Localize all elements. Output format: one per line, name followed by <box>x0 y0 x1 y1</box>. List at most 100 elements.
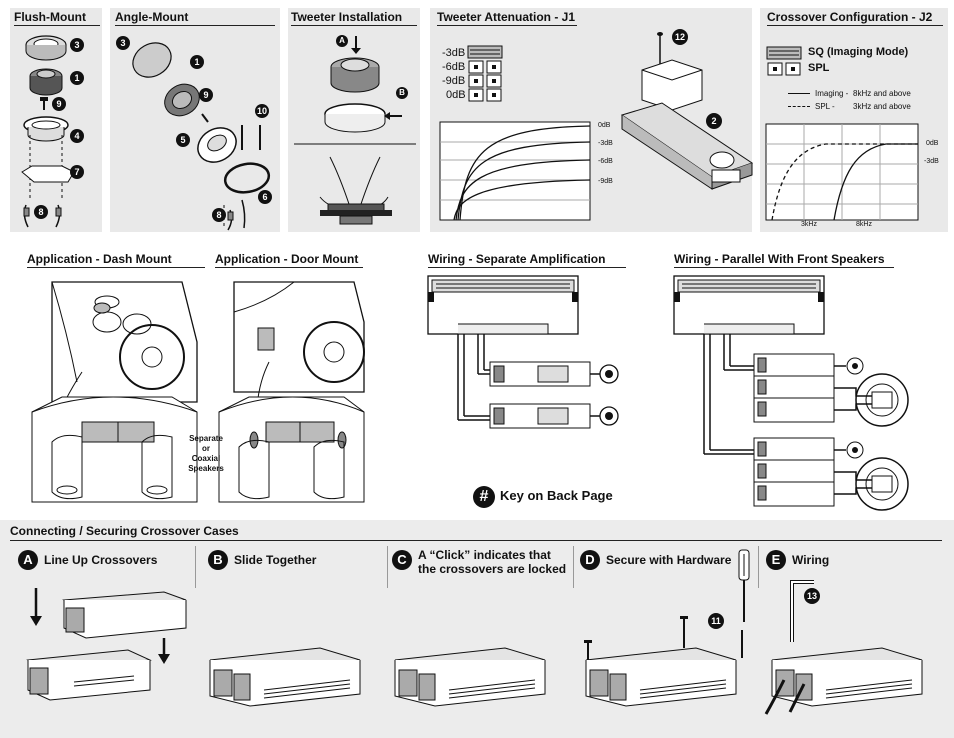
step-divider-2 <box>387 546 388 588</box>
tweeter-attenuation-rule <box>437 25 577 26</box>
crossover-graph-x-3khz: 3kHz <box>801 221 817 228</box>
angle-mount-rule <box>115 25 275 26</box>
atten-jumper-blocks <box>467 45 503 102</box>
step-a-label: Line Up Crossovers <box>44 553 158 567</box>
crossover-graph-label-3db: -3dB <box>924 158 939 165</box>
crossover-graph-x-8khz: 8kHz <box>856 221 872 228</box>
legend-imaging-value: 8kHz and above <box>853 89 911 98</box>
angle-callout-5: 5 <box>176 133 190 147</box>
crossover-spl-label: SPL <box>808 62 830 74</box>
step-b-label: Slide Together <box>234 553 317 567</box>
door-mount-rule <box>215 267 363 268</box>
speakers-note-line-1: Separate <box>189 434 223 443</box>
flush-mount-rule <box>14 25 100 26</box>
atten-level-6db: -6dB <box>442 61 466 73</box>
atten-level-9db: -9dB <box>442 75 466 87</box>
legend-spl-value: 3kHz and above <box>853 102 911 111</box>
step-e-label: Wiring <box>792 553 830 567</box>
wiring-parallel-rule <box>674 267 894 268</box>
panel-angle-mount <box>110 8 280 232</box>
dash-mount-rule <box>27 267 205 268</box>
speakers-note-line-2: or <box>202 444 210 453</box>
step-d-label: Secure with Hardware <box>606 553 732 567</box>
step-divider-3 <box>573 546 574 588</box>
atten-graph <box>439 121 591 221</box>
tweeter-installation-title: Tweeter Installation <box>291 10 403 24</box>
atten-level-0db: 0dB <box>446 89 466 101</box>
flush-callout-8: 8 <box>34 205 48 219</box>
step-c-illustration <box>394 647 546 707</box>
door-mount-title: Application - Door Mount <box>215 252 359 266</box>
legend-spl-line <box>788 106 810 107</box>
legend-imaging-line <box>788 93 810 94</box>
speakers-note-line-3: Coaxial <box>191 454 221 463</box>
tweeter-attenuation-title: Tweeter Attenuation - J1 <box>437 10 576 24</box>
dash-mount-illustration <box>31 281 198 503</box>
dash-mount-title: Application - Dash Mount <box>27 252 172 266</box>
step-b-badge: B <box>208 550 228 570</box>
speakers-note: Separate or Coaxial Speakers <box>184 434 228 474</box>
atten-graph-label-3db: -3dB <box>598 140 613 147</box>
flush-mount-title: Flush-Mount <box>14 10 86 24</box>
tweeter-installation-illustration <box>294 36 416 225</box>
angle-mount-illustration <box>132 42 271 231</box>
step-d-badge: D <box>580 550 600 570</box>
tweeter-label-a: A <box>336 35 348 47</box>
crossover-graph-label-0db: 0dB <box>926 140 939 147</box>
angle-callout-8: 8 <box>212 208 226 222</box>
tweeter-label-b: B <box>396 87 408 99</box>
step-d-illustration <box>584 616 743 707</box>
angle-callout-6: 6 <box>258 190 272 204</box>
hex-key-icon <box>790 580 814 642</box>
legend-spl-name: SPL - <box>815 102 835 111</box>
angle-callout-9: 9 <box>199 88 213 102</box>
angle-callout-10: 10 <box>255 104 269 118</box>
step-e-badge: E <box>766 550 786 570</box>
step-divider-4 <box>758 546 759 588</box>
step-c-label-line-1: A “Click” indicates that <box>418 548 551 562</box>
tweeter-installation-rule <box>291 25 417 26</box>
atten-callout-12: 12 <box>672 29 688 45</box>
crossover-jumper-blocks <box>766 46 802 76</box>
key-back-page-text: Key on Back Page <box>500 488 613 503</box>
flush-callout-4: 4 <box>70 129 84 143</box>
door-mount-illustration <box>218 281 365 503</box>
crossover-unit-illustration <box>620 32 754 190</box>
angle-callout-3: 3 <box>116 36 130 50</box>
atten-graph-label-9db: -9dB <box>598 178 613 185</box>
crossover-graph <box>765 123 919 221</box>
wiring-separate-rule <box>428 267 626 268</box>
flush-callout-1: 1 <box>70 71 84 85</box>
screwdriver-icon <box>738 549 750 622</box>
key-hash-icon: # <box>473 486 495 508</box>
speakers-note-line-4: Speakers <box>188 464 224 473</box>
crossover-sq-label: SQ (Imaging Mode) <box>808 46 909 58</box>
step-c-label-line-2: the crossovers are locked <box>418 562 567 576</box>
step-a-illustration <box>26 588 187 701</box>
step-c-badge: C <box>392 550 412 570</box>
atten-graph-label-0db: 0dB <box>598 122 611 129</box>
wiring-separate-diagram <box>427 275 619 429</box>
atten-level-3db: -3dB <box>442 47 466 59</box>
flush-callout-9: 9 <box>52 97 66 111</box>
wiring-parallel-diagram <box>673 275 909 511</box>
atten-graph-label-6db: -6dB <box>598 158 613 165</box>
angle-mount-title: Angle-Mount <box>115 10 189 24</box>
step-b-illustration <box>209 647 361 707</box>
crossover-config-title: Crossover Configuration - J2 <box>767 10 933 24</box>
connecting-title: Connecting / Securing Crossover Cases <box>10 524 239 538</box>
atten-callout-2: 2 <box>706 113 722 129</box>
crossover-config-rule <box>767 25 943 26</box>
wiring-separate-title: Wiring - Separate Amplification <box>428 252 606 266</box>
flush-callout-3: 3 <box>70 38 84 52</box>
flush-callout-7: 7 <box>70 165 84 179</box>
legend-imaging-name: Imaging - <box>815 89 849 98</box>
connecting-rule <box>10 540 942 541</box>
wiring-parallel-title: Wiring - Parallel With Front Speakers <box>674 252 885 266</box>
flush-mount-illustration <box>21 35 75 228</box>
angle-callout-1: 1 <box>190 55 204 69</box>
step-d-callout-11: 11 <box>708 613 724 629</box>
step-e-callout-13: 13 <box>804 588 820 604</box>
step-a-badge: A <box>18 550 38 570</box>
step-e-illustration <box>764 647 923 715</box>
